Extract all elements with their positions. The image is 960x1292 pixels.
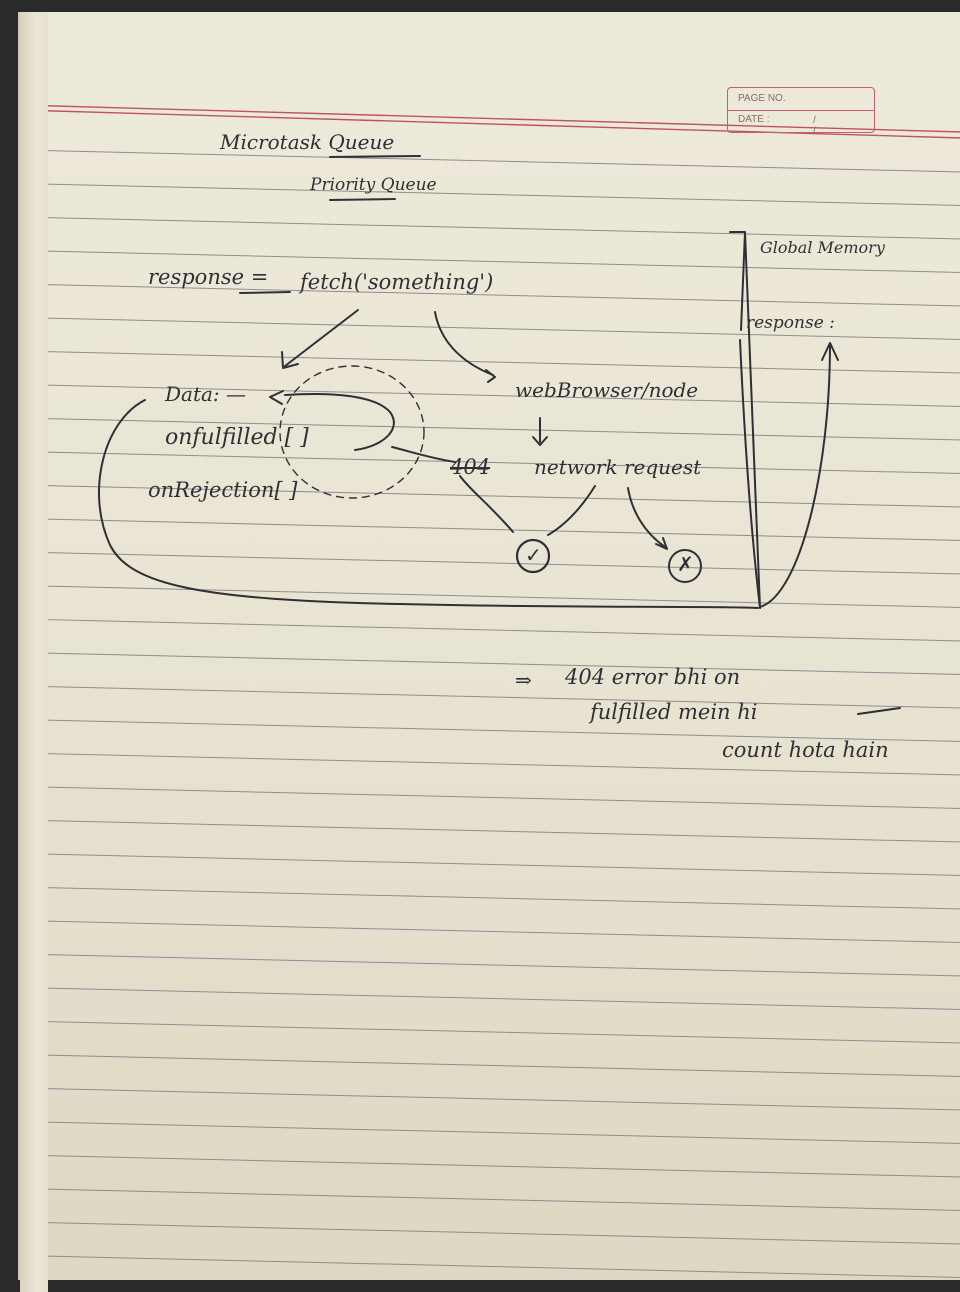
arrowhead-response (821, 342, 839, 361)
ruled-line (20, 1020, 960, 1044)
code-call: fetch('something') (300, 270, 494, 294)
ruled-line (20, 1087, 960, 1111)
arrow-to-response (759, 344, 831, 608)
note-arrow: ⇒ (515, 668, 532, 692)
ruled-line (20, 1121, 960, 1144)
note-line2: fulfilled mein hi (590, 700, 758, 724)
ruled-line (20, 1054, 960, 1077)
browser-label: webBrowser/node (515, 378, 699, 402)
connector-to-onfulfilled (391, 446, 456, 463)
failure-mark: ✗ (677, 552, 694, 576)
arrowhead-network (532, 436, 548, 446)
ruled-line (20, 618, 960, 642)
note-strike (857, 707, 901, 715)
ruled-line (20, 317, 960, 340)
title-microtask: Microtask Queue (220, 130, 395, 154)
subtitle-underline (329, 198, 396, 201)
code-lhs: response = (148, 265, 269, 289)
field-onrejection: onRejection[ ] (148, 478, 298, 502)
ruled-line (20, 183, 960, 206)
page-curl-shadow (20, 12, 48, 1292)
ruled-line (20, 786, 960, 809)
margin-line-top-2 (20, 109, 960, 139)
ruled-line (20, 752, 960, 776)
ruled-line (20, 1221, 960, 1245)
big-return-loop (98, 399, 759, 609)
ruled-line (20, 953, 960, 977)
ruled-line (20, 283, 960, 307)
arrowhead-browser (485, 369, 496, 383)
failure-circle (668, 549, 702, 583)
field-data: Data: — (165, 382, 247, 406)
ruled-line (20, 551, 960, 575)
ruled-line (20, 719, 960, 742)
dashed-ellipse (279, 365, 425, 499)
ruled-lines (20, 104, 960, 1278)
note-line3: count hota hain (722, 738, 889, 762)
arrow-network-to-success (547, 485, 596, 536)
global-memory-border (729, 231, 761, 609)
global-memory-title: Global Memory (760, 238, 885, 257)
note-line1: 404 error bhi on (565, 665, 741, 689)
ruled-line (20, 819, 960, 843)
arrow-network-to-failure (627, 487, 666, 548)
ruled-line (20, 417, 960, 441)
global-memory-bracket (739, 339, 761, 609)
ruled-line (20, 216, 960, 240)
title-priority: Priority Queue (310, 175, 437, 195)
arrowhead-data (281, 351, 299, 369)
ruled-line (20, 384, 960, 407)
success-circle (515, 538, 551, 574)
response-underline (239, 291, 291, 294)
notebook-page: PAGE NO. DATE : / / (18, 12, 960, 1292)
network-request-label: network request (534, 455, 702, 479)
loop-arrow (284, 393, 395, 451)
date-slashes: / / (813, 115, 844, 137)
ruled-line (20, 451, 960, 474)
field-onfulfilled: onfulfilled [ ] (165, 425, 309, 450)
ruled-line (20, 585, 960, 608)
margin-line-top-1 (20, 104, 960, 133)
ruled-line (20, 987, 960, 1010)
ruled-line (20, 250, 960, 273)
title-underline (329, 155, 421, 158)
ruled-line (20, 652, 960, 675)
page-no-label: PAGE NO. (738, 93, 786, 104)
arrowhead-failure (655, 537, 668, 550)
ruled-line (20, 1255, 960, 1278)
page-number-box: PAGE NO. DATE : / / (727, 87, 875, 137)
ruled-line (20, 149, 960, 173)
ruled-line (20, 685, 960, 709)
ruled-line (20, 886, 960, 910)
ruled-line (20, 1188, 960, 1211)
ruled-line (20, 484, 960, 508)
ruled-line (20, 350, 960, 374)
arrow-fetch-to-data (284, 309, 359, 367)
arrow-fetch-to-browser (434, 311, 494, 376)
ruled-line (20, 920, 960, 943)
status-404: 404 (450, 455, 491, 479)
date-label: DATE : (738, 114, 770, 125)
ruled-line (20, 853, 960, 876)
ruled-line (20, 1154, 960, 1178)
global-memory-response: response : (746, 313, 835, 333)
data-arrow-left (269, 390, 284, 405)
success-mark: ✓ (525, 543, 542, 567)
